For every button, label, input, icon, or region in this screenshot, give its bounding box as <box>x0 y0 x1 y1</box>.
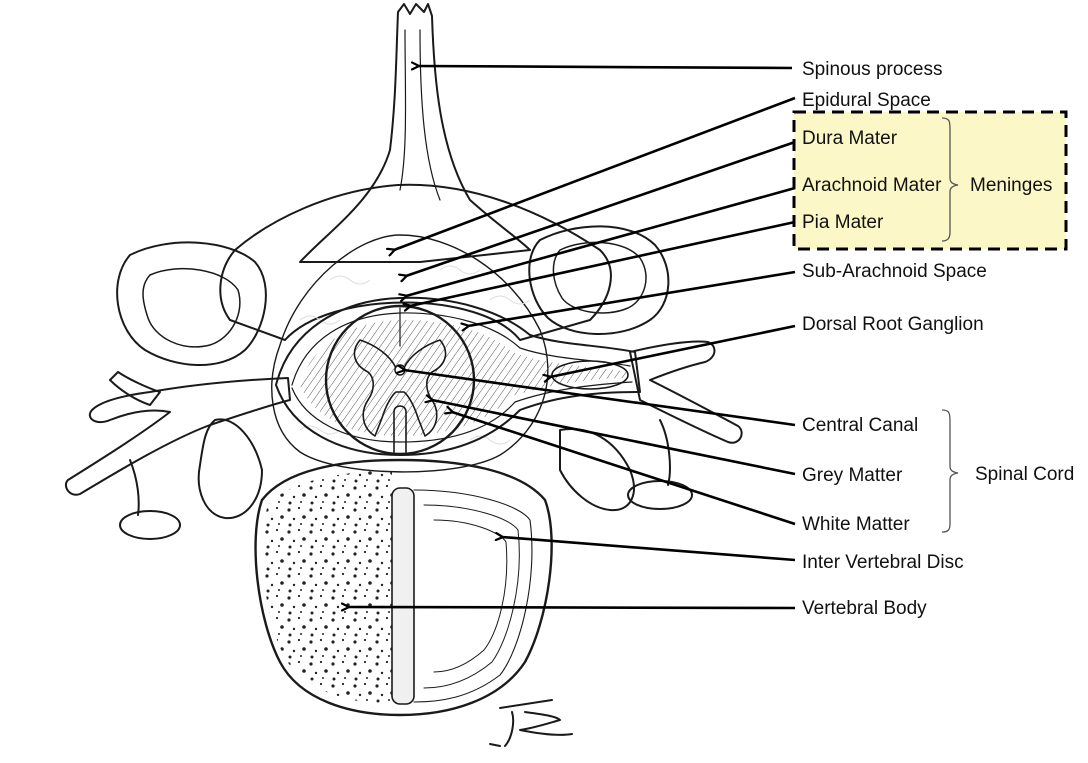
leader-sub-arachnoid-space <box>468 270 796 326</box>
spinous-process-shape <box>299 3 531 263</box>
leader-spinous-process <box>418 66 793 68</box>
vertebral-arch-shape <box>219 183 612 341</box>
label-epidural-space: Epidural Space <box>802 90 931 111</box>
label-pia-mater: Pia Mater <box>802 212 884 233</box>
left-nerve-root-shape <box>64 377 291 496</box>
label-dura-mater: Dura Mater <box>802 128 898 149</box>
label-vertebral-body: Vertebral Body <box>802 598 927 619</box>
leader-lines <box>348 66 796 608</box>
leader-inter-vertebral-disc <box>502 537 796 562</box>
right-nerve-root-shape <box>629 340 743 444</box>
leader-arachnoid-mater <box>406 186 796 296</box>
leader-dura-mater <box>406 140 796 276</box>
label-white-matter: White Matter <box>802 514 910 535</box>
artist-signature <box>489 699 573 747</box>
left-facet-shape <box>116 241 267 367</box>
label-grey-matter: Grey Matter <box>802 465 903 486</box>
leader-pia-mater <box>410 220 796 306</box>
label-sub-arachnoid-space: Sub-Arachnoid Space <box>802 261 987 282</box>
spinal-cord-brace <box>941 409 959 533</box>
label-inter-vertebral-disc: Inter Vertebral Disc <box>802 552 964 573</box>
leader-central-canal <box>404 370 796 427</box>
leader-dorsal-root-ganglion <box>550 324 796 377</box>
label-meninges: Meninges <box>970 175 1052 196</box>
label-spinous-process: Spinous process <box>802 59 942 80</box>
vertebral-body-shape <box>254 458 553 717</box>
label-arachnoid-mater: Arachnoid Mater <box>802 175 942 196</box>
grey-matter-shape <box>353 339 447 437</box>
leader-vertebral-body <box>348 607 796 608</box>
central-canal-shape <box>394 364 406 376</box>
labels: Spinous process Epidural Space Dura Mate… <box>802 59 1074 619</box>
leader-epidural-space <box>394 96 796 250</box>
right-facet-shape <box>528 225 670 336</box>
label-central-canal: Central Canal <box>802 415 918 436</box>
label-spinal-cord: Spinal Cord <box>975 464 1074 485</box>
epidural-fat-shape <box>271 234 549 473</box>
leader-white-matter <box>452 412 796 526</box>
meninges-brace <box>941 117 959 242</box>
section-strip-shape <box>391 487 415 705</box>
leader-grey-matter <box>432 400 796 476</box>
label-dorsal-root-ganglion: Dorsal Root Ganglion <box>802 314 984 335</box>
meninges-group-box <box>792 110 1068 251</box>
